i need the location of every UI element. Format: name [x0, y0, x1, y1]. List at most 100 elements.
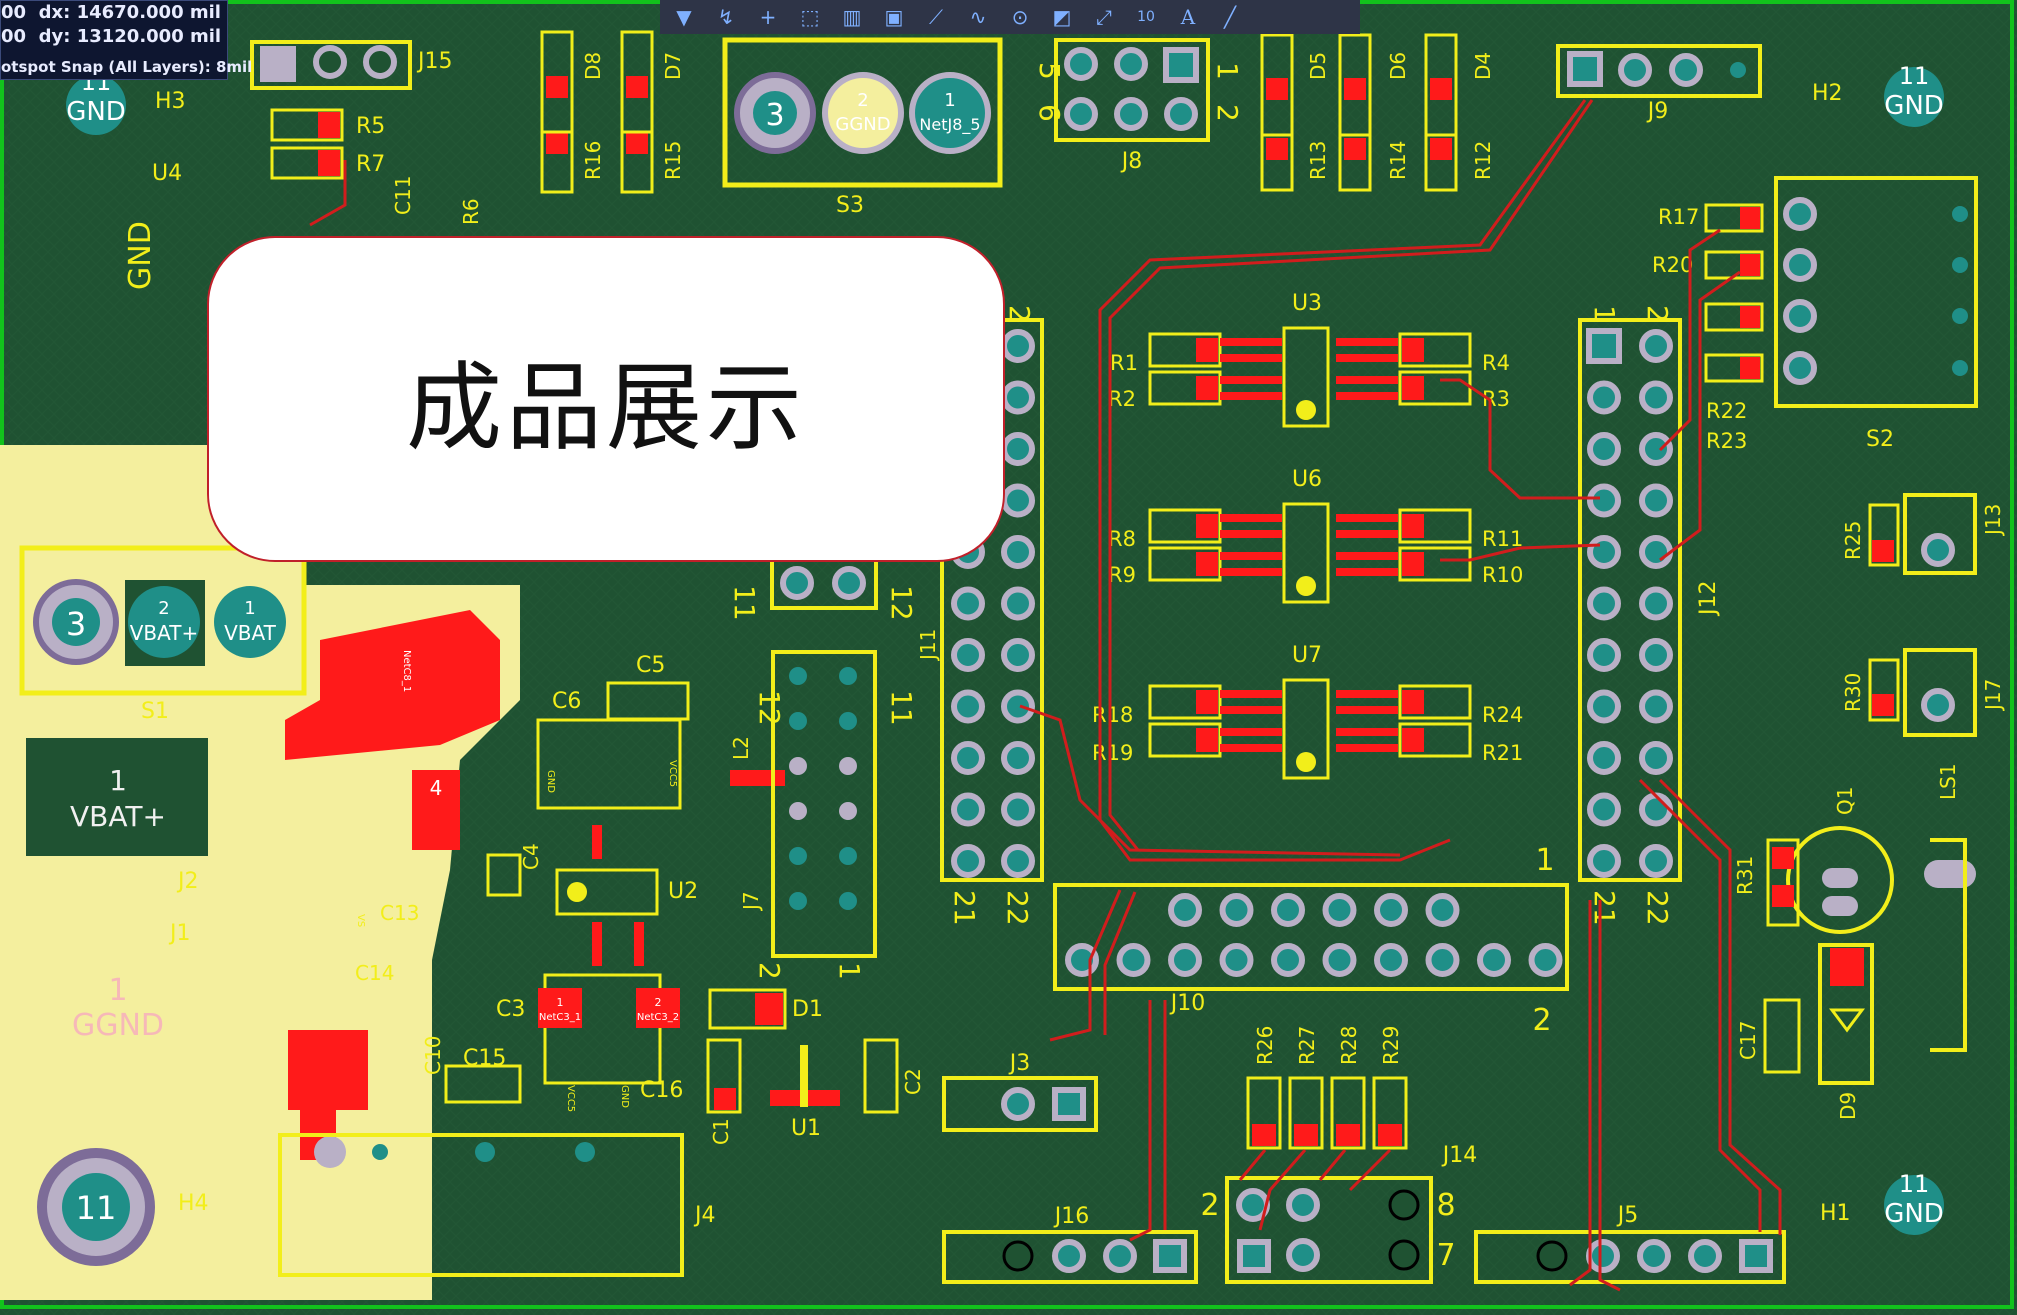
j10-pin[interactable] [1374, 943, 1408, 977]
connect-icon[interactable]: ⤢ [1096, 5, 1112, 29]
j12-pin[interactable] [1587, 792, 1621, 827]
j7-pin[interactable] [839, 892, 857, 910]
j10-pin[interactable] [1065, 943, 1099, 977]
j7-pin[interactable] [789, 712, 807, 730]
text-icon[interactable]: A [1180, 5, 1196, 29]
j11-pin[interactable] [1001, 586, 1035, 621]
j10-pin[interactable] [1528, 943, 1563, 977]
j12-pin[interactable] [1639, 432, 1673, 466]
svg-text:C11: C11 [391, 176, 415, 215]
j11-pin[interactable] [951, 586, 985, 621]
j12-pin[interactable] [1639, 689, 1673, 724]
j11-pin[interactable] [1001, 844, 1035, 878]
sensor-u2[interactable] [1148, 678, 1472, 780]
chart-icon[interactable]: ▥ [842, 5, 862, 29]
j10-pin[interactable] [1425, 943, 1460, 977]
j10-pin[interactable] [1271, 943, 1305, 977]
svg-text:NetJ8_5: NetJ8_5 [919, 115, 980, 135]
svg-text:J4: J4 [693, 1203, 716, 1228]
j12-pin[interactable] [1639, 380, 1673, 415]
j12-pin[interactable] [1587, 689, 1621, 724]
svg-text:LS1: LS1 [1936, 763, 1960, 800]
j12-pin[interactable] [1639, 535, 1673, 569]
led-d8[interactable] [540, 30, 574, 194]
j7-pin[interactable] [789, 757, 807, 775]
j12-pin[interactable] [1587, 535, 1621, 569]
j11-pin[interactable] [1001, 741, 1035, 775]
j11-pin[interactable] [951, 638, 985, 672]
j12-pin[interactable] [1639, 586, 1673, 621]
j12-pin[interactable] [1587, 638, 1621, 672]
j12-pin[interactable] [1639, 844, 1673, 878]
j10-pin[interactable] [1168, 943, 1202, 977]
j7-pin[interactable] [839, 712, 857, 730]
j10-pin[interactable] [1219, 943, 1254, 977]
j7-pin[interactable] [839, 847, 857, 865]
j11-pin[interactable] [951, 792, 985, 827]
j12-pin[interactable] [1587, 483, 1621, 518]
j12-pin[interactable] [1587, 844, 1621, 878]
j12-pin[interactable] [1639, 792, 1673, 827]
j12-pin[interactable] [1639, 638, 1673, 672]
j10-pin[interactable] [1271, 893, 1305, 927]
j11-pin[interactable] [1001, 535, 1035, 569]
j10-pin[interactable] [1425, 893, 1460, 927]
select-rect-icon[interactable]: ⬚ [800, 5, 820, 29]
j7-pin[interactable] [789, 667, 807, 685]
route-icon[interactable]: ↯ [717, 5, 735, 29]
draw-icon[interactable]: ╱ [1223, 5, 1237, 29]
sensor-u1[interactable] [1148, 502, 1472, 604]
j12-pin[interactable] [1587, 586, 1621, 621]
j10-pin[interactable] [1322, 893, 1357, 927]
svg-text:R28: R28 [1337, 1026, 1361, 1065]
j11-pin[interactable] [1001, 689, 1035, 724]
chip-icon[interactable]: ▣ [884, 5, 904, 29]
j10-pin[interactable] [1374, 893, 1408, 927]
j12-pin[interactable] [1639, 483, 1673, 518]
j7-pin[interactable] [789, 892, 807, 910]
j12-pin[interactable] [1587, 741, 1621, 775]
svg-text:C13: C13 [380, 901, 419, 925]
j11-pin[interactable] [951, 689, 985, 724]
j12-pin[interactable] [1639, 329, 1673, 363]
j7-pin[interactable] [839, 757, 857, 775]
s1-pad-1[interactable] [214, 586, 286, 658]
j11-pin[interactable] [1001, 483, 1035, 518]
svg-text:R14: R14 [1386, 141, 1410, 180]
j11-pin[interactable] [1001, 380, 1035, 415]
j7-pin[interactable] [789, 847, 807, 865]
arc-icon[interactable]: ∿ [969, 5, 987, 29]
j12-pin[interactable] [1586, 328, 1622, 364]
j10-pin[interactable] [1219, 893, 1254, 927]
j12-pin[interactable] [1587, 432, 1621, 466]
s1-pad-2[interactable] [128, 586, 200, 658]
j11-pin[interactable] [1001, 792, 1035, 827]
filter-icon[interactable]: ▼ [676, 5, 692, 29]
vbat-plus-pad[interactable] [26, 738, 208, 856]
j12-pin[interactable] [1639, 741, 1673, 775]
j10-pin[interactable] [1116, 943, 1151, 977]
j7-pin[interactable] [839, 667, 857, 685]
sensor-u0[interactable] [1148, 326, 1472, 428]
j10-pin[interactable] [1477, 943, 1511, 977]
svg-text:VBAT: VBAT [224, 621, 277, 645]
j10-pin[interactable] [1168, 893, 1202, 927]
j11-pin[interactable] [951, 844, 985, 878]
cross-icon[interactable]: + [759, 5, 777, 29]
j10-pin[interactable] [1322, 943, 1357, 977]
j7-pin[interactable] [789, 802, 807, 820]
string-icon[interactable]: 10 [1137, 9, 1155, 25]
polygon-icon[interactable]: ◩ [1052, 5, 1072, 29]
j7-pin[interactable] [839, 802, 857, 820]
j12-pin[interactable] [1587, 380, 1621, 415]
line-icon[interactable]: ⟋ [929, 5, 943, 29]
j11-pin[interactable] [951, 741, 985, 775]
svg-text:J15: J15 [416, 49, 452, 74]
j11-pin[interactable] [1001, 432, 1035, 466]
pin-icon[interactable]: ⊙ [1011, 5, 1029, 29]
j11-pin[interactable] [1001, 329, 1035, 363]
led-d7[interactable] [620, 30, 654, 194]
j11-pin[interactable] [1001, 638, 1035, 672]
